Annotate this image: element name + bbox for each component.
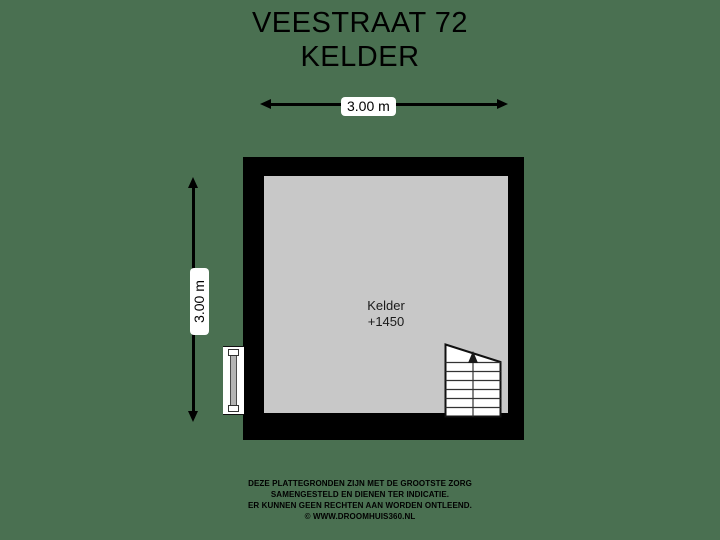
room-floor-kelder: Kelder +1450 bbox=[264, 176, 508, 418]
staircase-icon bbox=[444, 343, 502, 418]
window-stop-top bbox=[228, 349, 239, 356]
arrow-left-icon bbox=[260, 99, 271, 109]
dimension-width-label: 3.00 m bbox=[341, 97, 396, 116]
window-pane bbox=[230, 352, 237, 409]
arrow-up-icon bbox=[188, 177, 198, 188]
disclaimer-text: DEZE PLATTEGRONDEN ZIJN MET DE GROOTSTE … bbox=[0, 478, 720, 522]
disclaimer-line-1: DEZE PLATTEGRONDEN ZIJN MET DE GROOTSTE … bbox=[248, 479, 472, 488]
page-title: VEESTRAAT 72 KELDER bbox=[0, 6, 720, 74]
arrow-right-icon bbox=[497, 99, 508, 109]
disclaimer-line-4: © WWW.DROOMHUIS360.NL bbox=[304, 512, 416, 521]
disclaimer-line-2: SAMENGESTELD EN DIENEN TER INDICATIE. bbox=[270, 490, 450, 499]
title-street: VEESTRAAT 72 bbox=[251, 7, 469, 39]
room-level: +1450 bbox=[367, 314, 405, 329]
window-stop-bottom bbox=[228, 405, 239, 412]
room-name: Kelder bbox=[367, 298, 405, 313]
room-label: Kelder +1450 bbox=[264, 298, 508, 330]
dimension-height-label: 3.00 m bbox=[190, 268, 209, 335]
floorplan-walls: Kelder +1450 bbox=[223, 157, 524, 440]
arrow-down-icon bbox=[188, 411, 198, 422]
window-left-wall bbox=[223, 346, 244, 415]
disclaimer-line-3: ER KUNNEN GEEN RECHTEN AAN WORDEN ONTLEE… bbox=[247, 501, 472, 510]
title-floor: KELDER bbox=[300, 41, 420, 73]
